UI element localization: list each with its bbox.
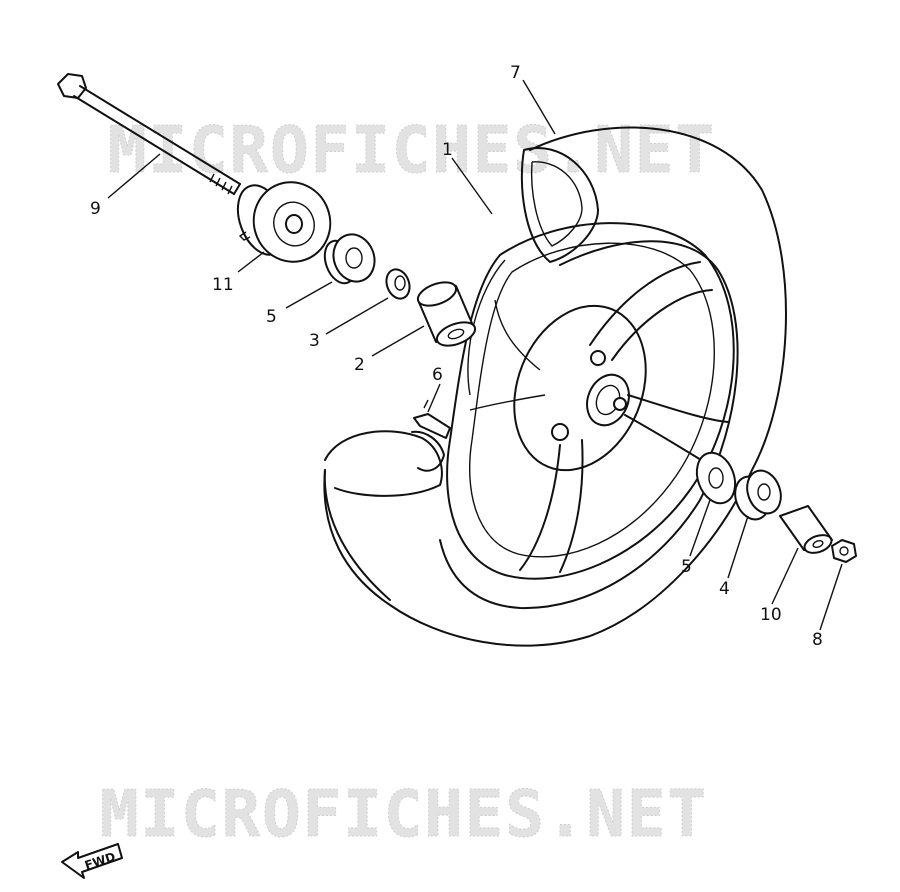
axle-bolt-head xyxy=(57,73,87,99)
part-bearing-right xyxy=(695,451,737,505)
collar-tab xyxy=(238,231,251,241)
part-bearing-left xyxy=(323,233,376,285)
callout-2: 2 xyxy=(354,355,365,375)
spacer-end xyxy=(435,321,477,347)
collar4-front xyxy=(746,469,782,515)
tire-wall-bottom xyxy=(323,469,391,601)
rim-outer xyxy=(446,222,735,580)
part-nut-8 xyxy=(831,539,857,563)
part-valve xyxy=(413,399,451,439)
leader-3 xyxy=(325,297,389,335)
collar-recess xyxy=(273,201,315,247)
part-oil-seal xyxy=(385,268,411,300)
part-collar-4 xyxy=(734,469,782,521)
axle-shaft-top xyxy=(79,85,241,185)
collar-hole xyxy=(285,214,303,234)
hub-boss-upper xyxy=(590,350,606,366)
leader-4 xyxy=(727,515,749,579)
leader-9 xyxy=(107,153,161,199)
hub-boss-right xyxy=(613,397,627,411)
spacer10-end xyxy=(803,534,833,554)
callout-7: 7 xyxy=(510,63,521,83)
leader-6 xyxy=(427,383,441,413)
nut-hole xyxy=(839,546,849,556)
collar4-bore xyxy=(757,483,771,501)
callout-4: 4 xyxy=(719,579,730,599)
tire-outline xyxy=(323,126,787,647)
tire-section-top xyxy=(520,147,599,263)
hub-boss-lower xyxy=(551,423,569,441)
callout-6: 6 xyxy=(432,365,443,385)
spacer-top xyxy=(416,281,458,307)
bearing-left-front xyxy=(332,233,376,283)
callout-8: 8 xyxy=(812,630,823,650)
spoke-lower xyxy=(519,439,584,573)
leader-5a xyxy=(285,281,333,309)
spoke-left xyxy=(469,299,546,411)
bearing-right-bore xyxy=(708,467,724,489)
hub-flange xyxy=(513,304,647,472)
callouts: 7 1 9 11 5 3 2 6 5 4 10 8 xyxy=(90,63,823,650)
fwd-arrow-shape xyxy=(61,843,123,879)
spacer-bore xyxy=(447,328,465,340)
rim-inner xyxy=(469,242,715,558)
callout-5-left: 5 xyxy=(266,307,277,327)
tire-section-top-inner xyxy=(530,161,583,247)
bearing-right-face xyxy=(695,451,737,505)
leader-10 xyxy=(771,547,799,605)
bearing-left-bore xyxy=(345,247,363,269)
spacer10-bore xyxy=(812,540,824,548)
watermark-top: MICROFICHES.NET xyxy=(108,114,716,188)
leader-2 xyxy=(371,325,425,357)
seal-inner xyxy=(394,275,406,291)
valve-body xyxy=(413,413,451,439)
leader-11 xyxy=(237,251,265,273)
axle-shaft-bottom xyxy=(73,95,235,195)
leader-5b xyxy=(689,499,711,557)
axle-thread xyxy=(209,173,233,195)
nut-hex xyxy=(831,539,857,563)
axle-end xyxy=(233,183,241,195)
leader-lines xyxy=(107,79,843,631)
callout-3: 3 xyxy=(309,331,320,351)
tire-section-bottom xyxy=(324,430,443,497)
wheel-assembly xyxy=(323,126,787,647)
valve-tip xyxy=(423,399,429,409)
forward-arrow: FWD xyxy=(61,843,123,879)
callout-10: 10 xyxy=(760,605,782,625)
leader-1 xyxy=(451,157,493,215)
leader-8 xyxy=(819,563,843,631)
spoke-upper xyxy=(589,261,713,361)
leader-7 xyxy=(522,79,556,135)
part-spacer-10 xyxy=(779,505,833,554)
callout-5-right: 5 xyxy=(681,557,692,577)
rim-left-edge xyxy=(467,259,506,396)
watermark-bottom: MICROFICHES.NET xyxy=(100,778,708,852)
part-spacer xyxy=(416,281,477,347)
callout-9: 9 xyxy=(90,199,101,219)
rim-tab xyxy=(411,430,445,472)
seal-outer xyxy=(385,268,411,300)
callout-1: 1 xyxy=(442,140,453,160)
hub-bore xyxy=(586,373,630,427)
tire-inner-edge xyxy=(439,240,739,610)
part-hub-collar xyxy=(236,181,332,263)
part-axle-bolt xyxy=(57,73,241,195)
callout-11: 11 xyxy=(212,275,234,295)
fwd-label: FWD xyxy=(83,850,117,873)
